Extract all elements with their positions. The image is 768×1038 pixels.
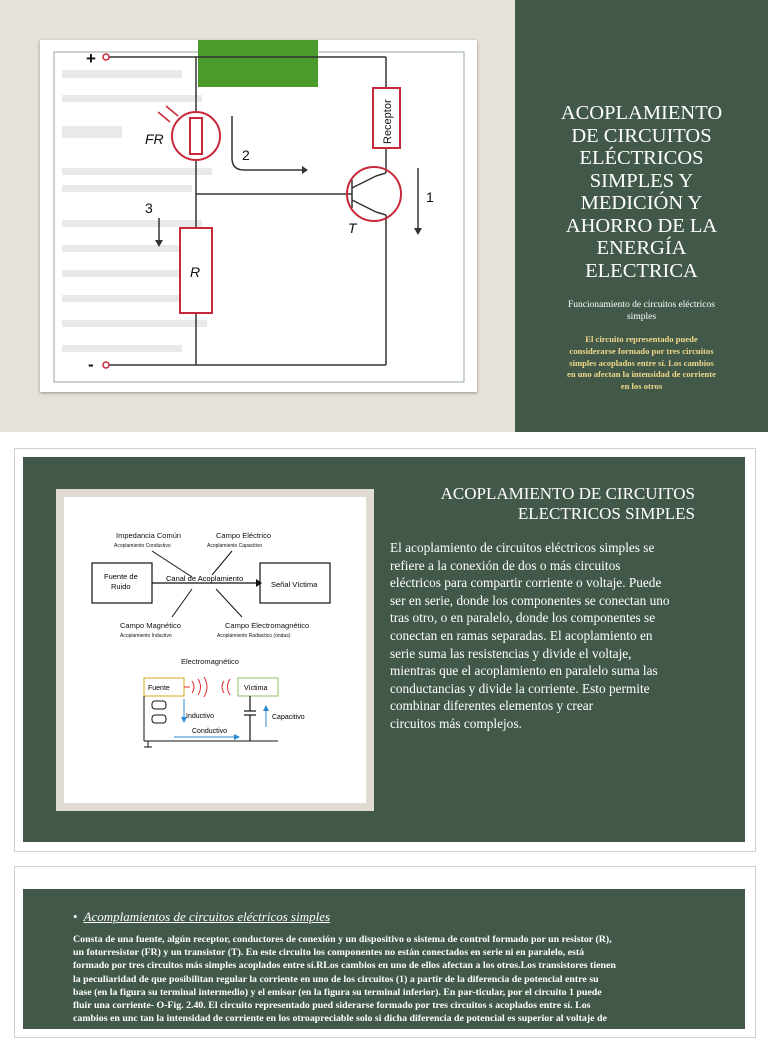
bullet-icon: • <box>73 909 78 924</box>
fuente-ruido-label-1: Fuente de <box>104 572 138 581</box>
slide-2-body: El acoplamiento de circuitos eléctricos … <box>390 540 670 731</box>
minus-terminal <box>102 361 110 369</box>
senal-victima-label: Señal Víctima <box>271 580 318 589</box>
circuit-diagram-image: + - FR R Receptor T 2 3 1 <box>40 40 477 392</box>
campo-electrico-sub-label: Acoplamiento Capacitivo <box>207 543 262 549</box>
receptor-label: Receptor <box>382 99 394 144</box>
electromagnetico-label: Electromagnético <box>181 657 239 666</box>
photoresistor-symbol <box>171 111 221 161</box>
inductor-coils-icon <box>151 700 167 724</box>
campo-electrico-label: Campo Eléctrico <box>216 531 271 540</box>
fuente-label: Fuente <box>148 685 170 692</box>
slide-1-title-panel <box>515 0 768 432</box>
arrow-3-label: 3 <box>145 200 153 216</box>
impedancia-label: Impedancia Común <box>116 531 181 540</box>
slide-1-note: El circuito representado puede considera… <box>567 334 716 392</box>
slide-1-title: ACOPLAMIENTO DE CIRCUITOS ELÉCTRICOS SIM… <box>560 102 723 282</box>
senal-victima-box <box>259 562 331 604</box>
coupling-diagram-image: Impedancia Común Acoplamiento Conductivo… <box>64 497 366 803</box>
slide-3-heading: • Acomplamientos de circuitos eléctricos … <box>73 909 713 925</box>
canal-label: Canal de Acoplamiento <box>166 574 243 583</box>
receptor-symbol <box>372 87 401 149</box>
r-label: R <box>190 264 200 280</box>
capacitor-icon <box>244 696 256 741</box>
transistor-symbol <box>346 166 402 222</box>
coupling-diagram: Impedancia Común Acoplamiento Conductivo… <box>91 531 331 748</box>
slide-3-heading-text: Acomplamientos de circuitos eléctricos s… <box>83 909 331 924</box>
campo-magnetico-label: Campo Magnético <box>120 621 181 630</box>
plus-label: + <box>86 49 96 68</box>
capacitivo-label: Capacitivo <box>272 714 305 721</box>
inductivo-label: Inductivo <box>186 713 214 720</box>
impedancia-sub-label: Acoplamiento Conductivo <box>114 543 171 549</box>
slide-3 <box>23 889 745 1029</box>
fr-label: FR <box>145 131 164 147</box>
plus-terminal <box>102 53 110 61</box>
arrow-2-label: 2 <box>242 147 250 163</box>
radiation-waves-icon <box>191 676 231 698</box>
conductivo-label: Conductivo <box>192 728 227 735</box>
circuit-diagram: + - FR R Receptor T 2 3 1 <box>53 40 465 383</box>
victima-label: Víctima <box>244 685 267 692</box>
victima-box <box>237 677 279 697</box>
campo-magnetico-sub-label: Acoplamiento Inductivo <box>120 633 172 639</box>
fuente-ruido-label-2: Ruido <box>111 582 131 591</box>
slide-3-body: Consta de una fuente, algún receptor, co… <box>73 934 616 1025</box>
slide-2-title: ACOPLAMIENTO DE CIRCUITOS ELECTRICOS SIM… <box>440 484 695 523</box>
arrow-1-label: 1 <box>426 189 434 205</box>
green-element <box>198 40 318 87</box>
t-label: T <box>348 220 358 236</box>
resistor-symbol <box>179 227 213 314</box>
campo-em-label: Campo Electromagnético <box>225 621 309 630</box>
slide-1-subtitle: Funcionamiento de circuitos eléctricos s… <box>568 300 715 322</box>
minus-label: - <box>88 355 94 374</box>
light-arrows-icon <box>157 105 179 123</box>
campo-em-sub-label: Acoplamiento Radiactico (ondas) <box>217 633 291 639</box>
